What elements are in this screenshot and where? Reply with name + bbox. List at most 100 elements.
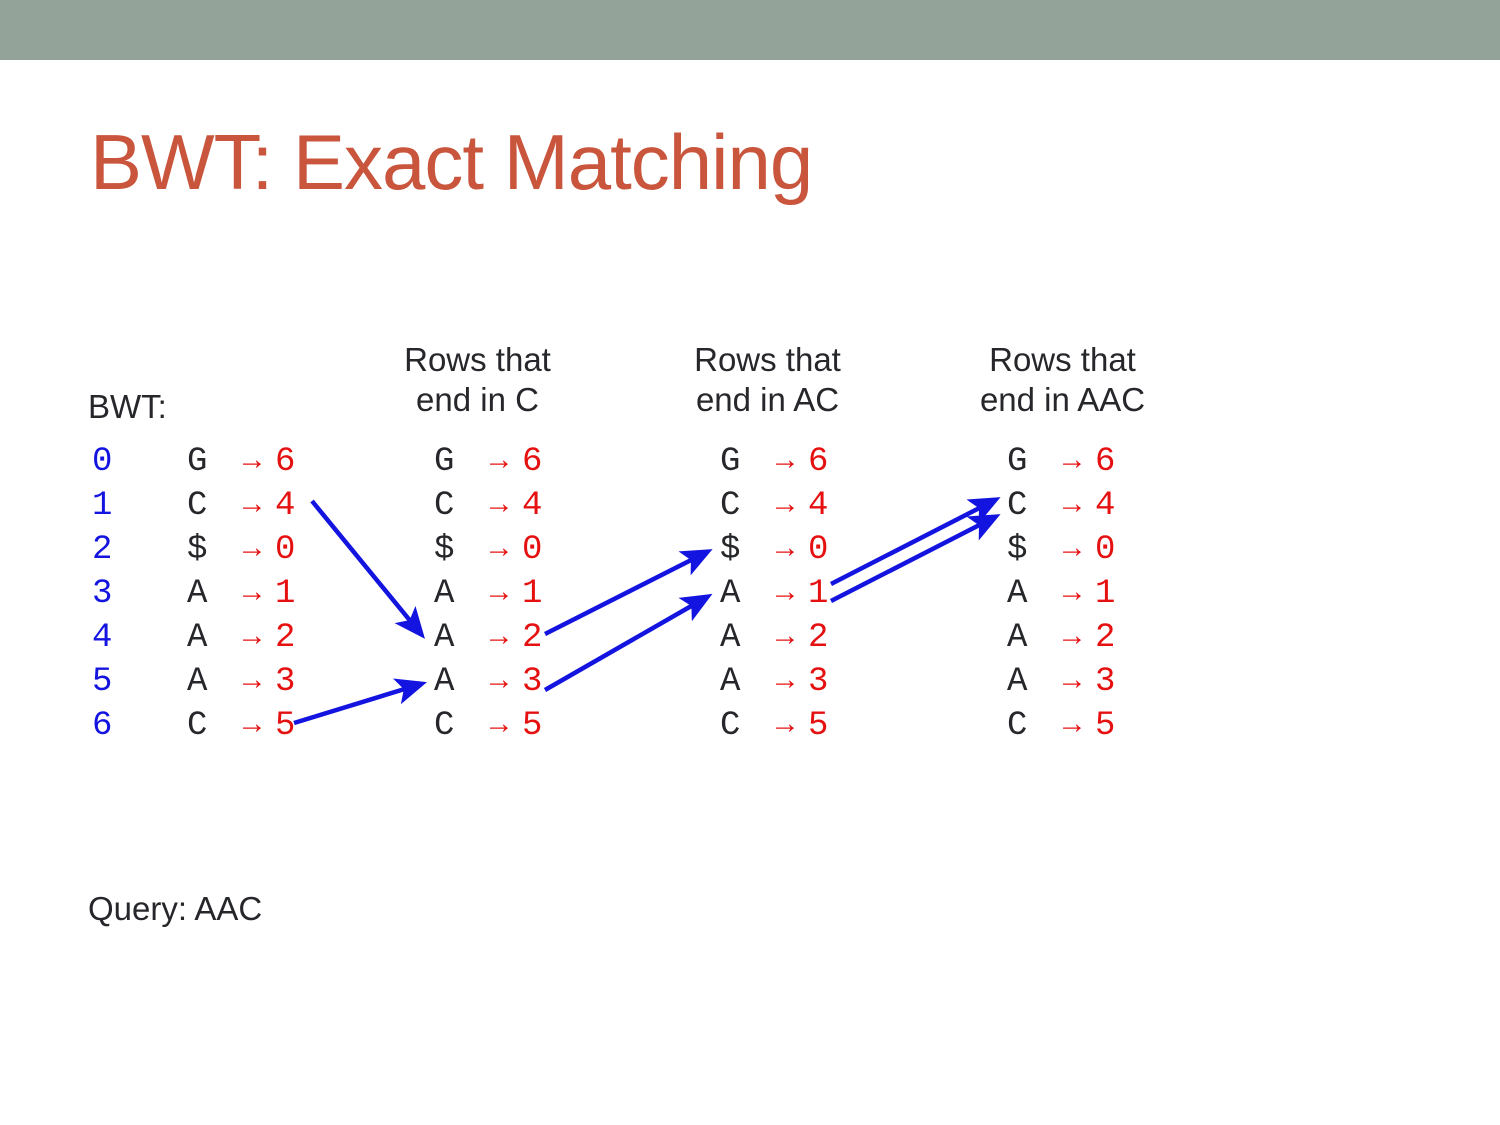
row-arrow-icon: → <box>489 709 508 743</box>
row-character: $ <box>187 531 208 569</box>
table-row: A → 3 <box>434 660 552 704</box>
row-value: 0 <box>808 531 829 569</box>
table-row: A → 2 <box>720 616 838 660</box>
query-label: Query: AAC <box>88 890 263 927</box>
row-arrow-icon: → <box>489 665 508 699</box>
row-arrow-icon: → <box>775 533 794 567</box>
row-value: 5 <box>1095 707 1116 745</box>
row-value: 3 <box>275 663 296 701</box>
header-band <box>0 0 1500 60</box>
row-arrow-icon: → <box>1062 709 1081 743</box>
row-arrow-icon: → <box>1062 533 1081 567</box>
table-row: $ → 0 <box>720 528 838 572</box>
row-arrow-icon: → <box>489 621 508 655</box>
row-arrow-icon: → <box>775 577 794 611</box>
row-character: C <box>187 707 208 745</box>
row-character: C <box>434 487 455 525</box>
row-character: A <box>187 575 208 613</box>
table-row: A→2 <box>434 616 552 660</box>
row-arrow-icon: → <box>1062 489 1081 523</box>
arrow-ac-1-to-aac-c-b <box>829 514 1001 604</box>
row-character: A <box>720 663 741 701</box>
row-index: 1 <box>92 487 113 525</box>
row-value: 0 <box>275 531 296 569</box>
row-value: 5 <box>522 707 543 745</box>
row-value: 3 <box>1095 663 1116 701</box>
arrow-ac-1-to-aac-c-a <box>829 497 1001 587</box>
row-value: 2 <box>275 619 296 657</box>
table-row: A→1 <box>1007 572 1125 616</box>
row-character: A <box>434 663 455 701</box>
row-value: 1 <box>808 575 829 613</box>
row-value: 0 <box>1095 531 1116 569</box>
row-character: G <box>187 443 208 481</box>
row-arrow-icon: → <box>775 709 794 743</box>
table-row: $→0 <box>434 528 552 572</box>
table-row: 2$→0 <box>92 528 305 572</box>
row-character: A <box>434 619 455 657</box>
row-value: 5 <box>808 707 829 745</box>
row-value: 6 <box>522 443 543 481</box>
row-value: 6 <box>1095 443 1116 481</box>
row-arrow-icon: → <box>1062 621 1081 655</box>
row-character: C <box>720 487 741 525</box>
arrow-c-3-to-ac-a1 <box>543 593 713 692</box>
table-row: C→5 <box>720 704 838 748</box>
row-arrow-icon: → <box>242 533 261 567</box>
row-character: C <box>1007 487 1028 525</box>
row-arrow-icon: → <box>775 445 794 479</box>
table-row: A→3 <box>1007 660 1125 704</box>
row-arrow-icon: → <box>775 489 794 523</box>
row-character: C <box>187 487 208 525</box>
row-character: $ <box>1007 531 1028 569</box>
row-value: 4 <box>808 487 829 525</box>
table-row: C→5 <box>434 704 552 748</box>
row-value: 5 <box>275 707 296 745</box>
table-row: G→6 <box>1007 440 1125 484</box>
row-value: 3 <box>808 663 829 701</box>
row-index: 0 <box>92 443 113 481</box>
row-value: 2 <box>808 619 829 657</box>
row-arrow-icon: → <box>489 533 508 567</box>
column-header-aac: Rows that end in AAC <box>979 341 1146 419</box>
table-row: G → 6 <box>720 440 838 484</box>
row-arrow-icon: → <box>242 709 261 743</box>
table-row: C → 4 <box>720 484 838 528</box>
row-arrow-icon: → <box>489 577 508 611</box>
row-arrow-icon: → <box>489 445 508 479</box>
row-index: 4 <box>92 619 113 657</box>
table-row: A→3 <box>720 660 838 704</box>
row-value: 6 <box>275 443 296 481</box>
row-value: 4 <box>1095 487 1116 525</box>
row-value: 2 <box>1095 619 1116 657</box>
row-character: G <box>720 443 741 481</box>
column-header-ac: Rows that end in AC <box>694 341 841 419</box>
row-arrow-icon: → <box>1062 445 1081 479</box>
table-row: C→4 <box>434 484 552 528</box>
row-value: 3 <box>522 663 543 701</box>
row-arrow-icon: → <box>242 665 261 699</box>
row-index: 5 <box>92 663 113 701</box>
arrow-c-2-to-ac-dollar <box>543 549 713 637</box>
row-value: 0 <box>522 531 543 569</box>
row-arrow-icon: → <box>775 621 794 655</box>
row-character: A <box>1007 663 1028 701</box>
arrow-bwt-4-to-c-a2 <box>310 499 425 639</box>
row-character: A <box>720 619 741 657</box>
row-character: A <box>187 619 208 657</box>
table-row: $ → 0 <box>1007 528 1125 572</box>
row-character: $ <box>720 531 741 569</box>
row-value: 6 <box>808 443 829 481</box>
table-row: C→5 <box>1007 704 1125 748</box>
row-arrow-icon: → <box>489 489 508 523</box>
row-arrow-icon: → <box>242 445 261 479</box>
row-value: 1 <box>522 575 543 613</box>
